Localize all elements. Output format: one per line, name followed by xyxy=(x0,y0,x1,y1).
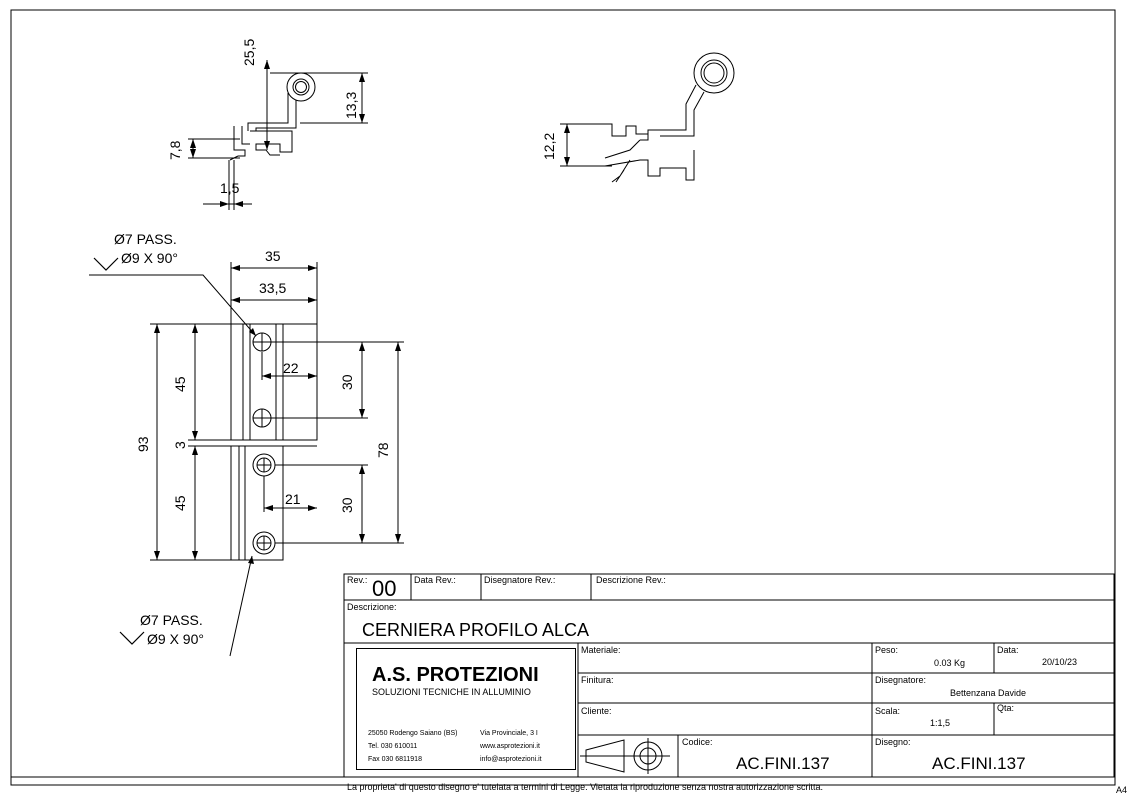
dim-35: 35 xyxy=(265,248,281,264)
cliente-label: Cliente: xyxy=(581,706,612,716)
dim-21: 21 xyxy=(285,491,301,507)
company-logo-box xyxy=(356,648,576,770)
peso-value: 0.03 Kg xyxy=(934,658,966,668)
company-tagline: SOLUZIONI TECNICHE IN ALLUMINIO xyxy=(372,687,531,697)
company-web: www.asprotezioni.it xyxy=(480,743,540,750)
data-value: 20/10/23 xyxy=(1042,657,1078,667)
disegnatore-value: Bettenzana Davide xyxy=(950,688,1027,698)
footer-disclaimer: La proprieta' di questo disegno e' tutel… xyxy=(347,782,824,792)
dim-13-3: 13,3 xyxy=(343,91,359,119)
title-block-grid xyxy=(11,573,1115,778)
dim-30-top: 30 xyxy=(339,374,355,390)
section-view-plain-arrows xyxy=(564,124,570,166)
peso-label: Peso: xyxy=(875,645,899,655)
scala-value: 1:1,5 xyxy=(930,718,951,728)
dim-33-5: 33,5 xyxy=(259,280,287,296)
dim-93: 93 xyxy=(135,436,151,452)
disegnatore-rev-label: Disegnatore Rev.: xyxy=(484,575,556,585)
scala-label: Scala: xyxy=(875,706,901,716)
data-label: Data: xyxy=(997,645,1019,655)
projection-symbol xyxy=(580,738,670,774)
descrizione-label: Descrizione: xyxy=(347,602,397,612)
section-view-dimensioned xyxy=(188,60,368,210)
disegno-value: AC.FINI.137 xyxy=(932,754,1026,773)
dim-30-bottom: 30 xyxy=(339,497,355,513)
hinge-front-view xyxy=(89,262,404,657)
hole-note-bottom-line2: Ø9 X 90° xyxy=(147,631,204,647)
disegnatore-label: Disegnatore: xyxy=(875,675,927,685)
rev-value: 00 xyxy=(372,576,397,601)
dim-1-5: 1,5 xyxy=(220,180,240,196)
descrizione-rev-label: Descrizione Rev.: xyxy=(596,575,666,585)
dim-7-8: 7,8 xyxy=(167,140,183,160)
descrizione-value: CERNIERA PROFILO ALCA xyxy=(362,620,590,640)
finitura-label: Finitura: xyxy=(581,675,614,685)
dim-78: 78 xyxy=(375,442,391,458)
sheet-border xyxy=(10,9,1116,786)
section-view-plain xyxy=(560,52,735,183)
company-name: A.S. PROTEZIONI xyxy=(372,664,539,686)
dim-12-2: 12,2 xyxy=(541,132,557,160)
company-email: info@asprotezioni.it xyxy=(480,756,542,763)
company-address: 25050 Rodengo Saiano (BS) xyxy=(368,730,458,737)
company-street: Via Provinciale, 3 I xyxy=(480,730,538,737)
company-fax: Fax 030 6811918 xyxy=(368,756,422,763)
rev-label: Rev.: xyxy=(347,575,368,585)
codice-label: Codice: xyxy=(682,737,713,747)
dim-45-top: 45 xyxy=(172,376,188,392)
disegno-label: Disegno: xyxy=(875,737,911,747)
hole-note-bottom-line1: Ø7 PASS. xyxy=(140,612,203,628)
qta-label: Qta: xyxy=(997,703,1015,713)
dim-3: 3 xyxy=(172,441,188,449)
dim-22: 22 xyxy=(283,360,299,376)
countersink-symbols xyxy=(93,257,145,645)
data-rev-label: Data Rev.: xyxy=(414,575,456,585)
company-tel: Tel. 030 610011 xyxy=(368,743,418,750)
codice-value: AC.FINI.137 xyxy=(736,754,830,773)
hole-note-top-line1: Ø7 PASS. xyxy=(114,231,177,247)
hinge-front-arrows xyxy=(154,265,401,564)
dim-25-5: 25,5 xyxy=(241,38,257,66)
sheet-size: A4 xyxy=(1116,785,1128,795)
dim-45-bottom: 45 xyxy=(172,495,188,511)
section-view-arrows xyxy=(190,60,365,207)
materiale-label: Materiale: xyxy=(581,645,621,655)
hole-note-top-line2: Ø9 X 90° xyxy=(121,250,178,266)
